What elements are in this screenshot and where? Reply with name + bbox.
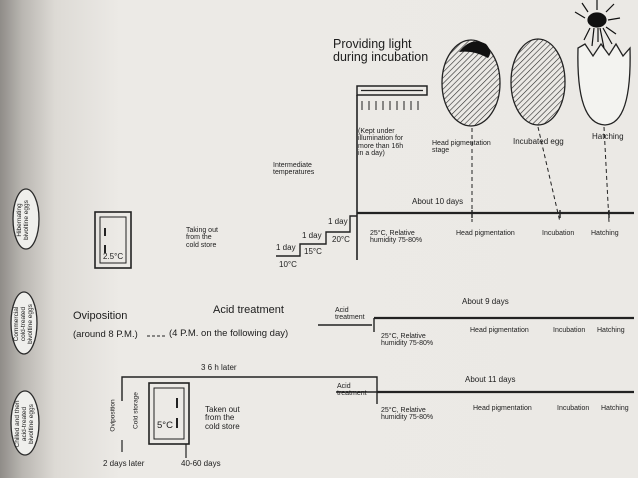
egg-incubated xyxy=(510,38,566,126)
row2-stage-incubation: Incubation xyxy=(553,327,586,334)
row2-side-label: Commercial cold-treated bivoltine eggs xyxy=(13,304,34,344)
row1-step1-temp: 10°C xyxy=(279,260,297,269)
row3-stage-incubation: Incubation xyxy=(557,405,590,412)
light-note: (Kept under illumination for more than 1… xyxy=(358,128,404,158)
row1-box-temp: 2.5°C xyxy=(103,252,124,261)
row2-conditions: 25°C, Relative humidity 75-80% xyxy=(381,333,434,348)
row2-acid-label: Acid treatment xyxy=(335,307,365,322)
row1-conditions: 25°C, Relative humidity 75-80% xyxy=(370,230,423,245)
larva-bristles xyxy=(574,0,621,49)
light-title: Providing light during incubation xyxy=(333,37,429,65)
row1-side-label: Hibernating bivoltine eggs xyxy=(16,200,30,240)
light-rays xyxy=(361,101,419,110)
egg-label-hatching: Hatching xyxy=(592,132,624,141)
row3-taken-out: Taken out from the cold store xyxy=(205,405,240,431)
row2-label-oval xyxy=(10,291,38,355)
egg-hatching-shell xyxy=(577,42,631,126)
row1-temperature-steps xyxy=(276,215,357,257)
row1-stage-incubation: Incubation xyxy=(542,230,575,237)
row3-duration: About 11 days xyxy=(465,375,516,384)
row3-cold-box-inner xyxy=(153,387,185,440)
row1-step2-temp: 15°C xyxy=(304,247,322,256)
row2-stage-hatching: Hatching xyxy=(597,327,625,334)
row1-stage-hatching: Hatching xyxy=(591,230,619,237)
row1-cold-box-inner xyxy=(99,216,127,264)
row1-taking-out: Taking out from the cold store xyxy=(186,227,218,249)
row3-days-later: 2 days later xyxy=(103,459,145,468)
stage-connectors xyxy=(471,126,610,223)
row3-acid-label: Acid treatment xyxy=(337,383,367,398)
row2-acid-time: (4 P.M. on the following day) xyxy=(169,328,289,339)
row3-later-label: 3 6 h later xyxy=(201,363,237,372)
row3-flow-line xyxy=(121,376,378,401)
row2-oviposition-time: (around 8 P.M.) xyxy=(73,329,138,340)
row2-oviposition: Oviposition xyxy=(73,310,128,322)
row1-step2-duration: 1 day xyxy=(302,231,322,240)
row3-label-oval xyxy=(10,390,40,456)
row3-conditions: 25°C, Relative humidity 75-80% xyxy=(381,407,434,422)
row1-intermediate: Intermediate temperatures xyxy=(273,162,315,177)
egg-label-head-pigmentation: Head pigmentation stage xyxy=(432,140,491,155)
row1-stage-head: Head pigmentation xyxy=(456,230,515,237)
row3-stage-head: Head pigmentation xyxy=(473,405,532,412)
row3-side-label: Chilled and then acid-treated bivoltine … xyxy=(14,400,35,448)
row1-cold-box-outer xyxy=(94,211,132,269)
row3-storage-days: 40-60 days xyxy=(181,459,221,468)
row3-cold-storage-vertical: Cold storage xyxy=(132,392,140,429)
row1-step3-duration: 1 day xyxy=(328,217,348,226)
row2-duration: About 9 days xyxy=(462,297,509,306)
egg-label-incubated: Incubated egg xyxy=(513,137,564,146)
row3-stage-hatching: Hatching xyxy=(601,405,629,412)
row1-step1-duration: 1 day xyxy=(276,243,296,252)
egg-head-spot xyxy=(459,41,491,58)
row1-step3-temp: 20°C xyxy=(332,235,350,244)
row3-cold-box-outer xyxy=(148,382,190,445)
row1-label-oval xyxy=(12,188,40,250)
row1-duration: About 10 days xyxy=(412,197,464,206)
row3-box-temp: 5°C xyxy=(157,420,173,431)
light-lamp xyxy=(356,85,428,96)
row2-acid-treatment: Acid treatment xyxy=(213,304,284,316)
row2-stage-head: Head pigmentation xyxy=(470,327,529,334)
row3-oviposition-vertical: Oviposition xyxy=(109,399,117,432)
egg-head-pigmentation xyxy=(441,39,501,127)
